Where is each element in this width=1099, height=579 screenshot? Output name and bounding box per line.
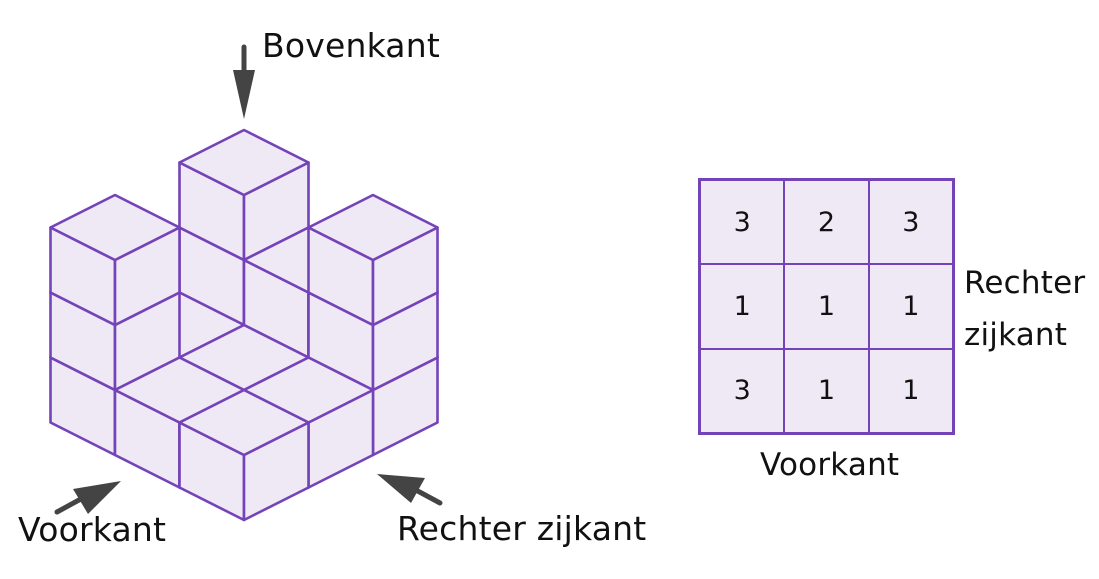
cube-stack [49, 128, 439, 522]
grid-cell: 1 [700, 264, 785, 349]
label-front: Voorkant [18, 510, 167, 549]
arrow-top-icon [233, 44, 255, 119]
grid-cell: 1 [784, 348, 869, 433]
arrow-right-icon [377, 474, 443, 506]
grid-label-front: Voorkant [760, 447, 900, 483]
grid-cell: 3 [868, 180, 953, 265]
grid-cell: 3 [700, 348, 785, 433]
top-view-grid: 3 2 3 1 1 1 3 1 1 [698, 178, 955, 435]
grid-cell: 3 [700, 180, 785, 265]
label-top: Bovenkant [262, 26, 440, 65]
grid-cell: 1 [868, 348, 953, 433]
grid-cell: 1 [784, 264, 869, 349]
label-right-side: Rechter zijkant [397, 509, 647, 548]
grid-label-right-line2: zijkant [964, 317, 1068, 353]
arrow-front-icon [54, 481, 121, 515]
grid-label-right-line1: Rechter [964, 265, 1086, 301]
grid-cell: 1 [868, 264, 953, 349]
grid-cell: 2 [784, 180, 869, 265]
